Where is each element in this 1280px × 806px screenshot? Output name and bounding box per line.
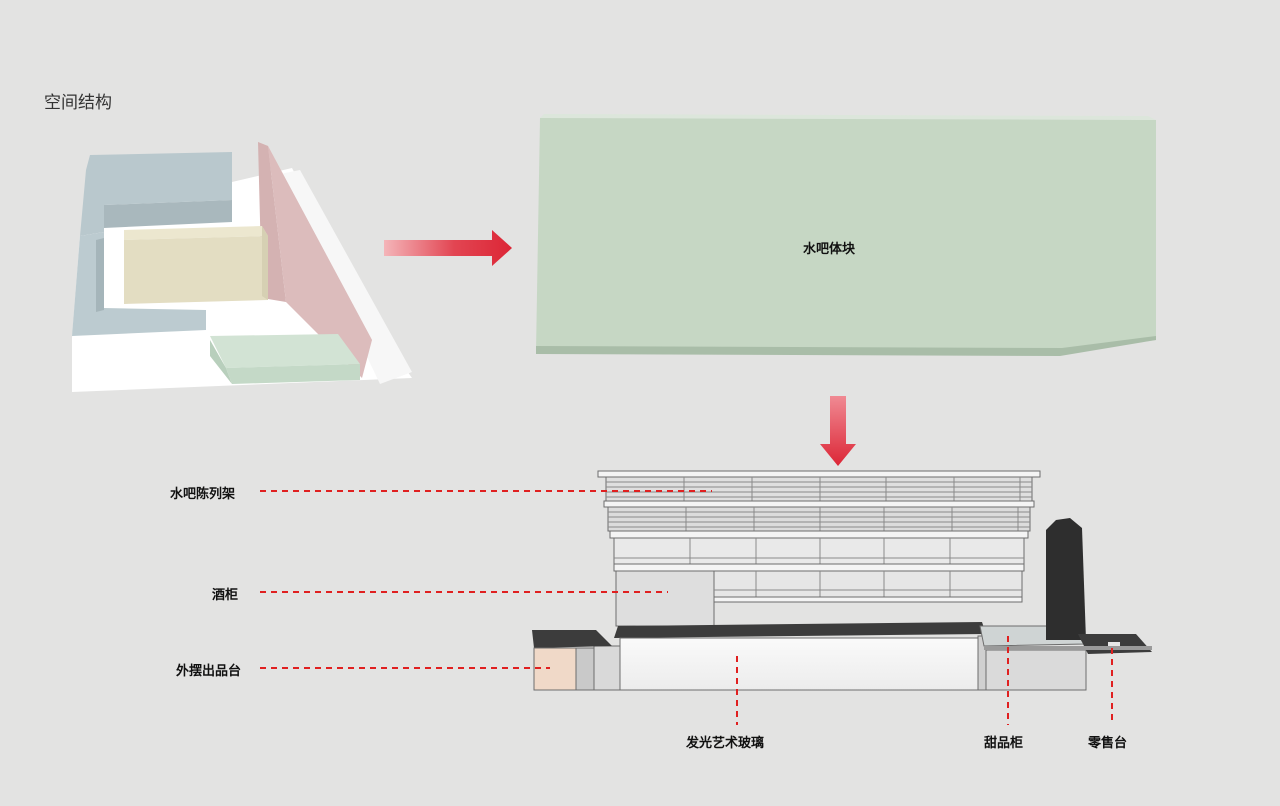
outside-counter-top (532, 630, 612, 648)
beige-block-top (124, 226, 268, 240)
arrow-down (820, 396, 856, 466)
dessert-cabinet-base (985, 649, 1087, 691)
blue-volume-left-inner (96, 238, 104, 312)
rack-tier-1-slats (606, 477, 1032, 501)
retail-counter-slot (1108, 642, 1120, 646)
rack-shelf-4-cap (613, 563, 1025, 572)
rack-tier-4-mullions (714, 571, 1022, 597)
label-retail-counter: 零售台 (1088, 736, 1128, 751)
site-model (72, 142, 412, 392)
counter-base-left (593, 645, 621, 691)
outside-counter-side (575, 647, 595, 691)
retail-counter-edge (984, 646, 1152, 650)
rack-tier-3 (613, 537, 1025, 565)
label-dessert-cabinet: 甜品柜 (984, 736, 1024, 751)
rack-top-cap (597, 470, 1041, 478)
green-block-face (536, 118, 1156, 354)
rack-bottom-cap (713, 596, 1023, 603)
rack-shelf-3-cap (609, 530, 1029, 539)
wine-cabinet (615, 570, 715, 627)
pink-wall-long (268, 146, 372, 378)
green-block-front (210, 340, 232, 384)
label-art-glass: 发光艺术玻璃 (686, 736, 765, 751)
bar-counter-top (614, 622, 986, 638)
green-block-top (210, 334, 360, 368)
blue-volume-left (72, 232, 206, 336)
page-title: 空间结构 (44, 93, 112, 113)
rack-shelf-2-cap (603, 500, 1035, 508)
beige-block-front (124, 236, 268, 304)
dark-column (1046, 518, 1086, 640)
blue-volume-top (80, 152, 232, 236)
site-right-plinth (280, 170, 412, 384)
green-block (536, 114, 1156, 356)
block-label: 水吧体块 (803, 242, 856, 257)
callout-lines (260, 490, 1113, 725)
blue-volume-top-inner (104, 200, 232, 228)
rack-tier-2-slats (608, 507, 1030, 531)
art-glass-panel (619, 637, 979, 691)
rack-tier-3-mullions (614, 538, 1024, 564)
beige-block-side (262, 226, 268, 300)
green-block-face (226, 364, 360, 384)
rack-tier-4 (713, 570, 1023, 598)
arrow-right (384, 230, 512, 266)
bar-section (532, 470, 1152, 691)
green-block-bottom-edge (536, 336, 1156, 356)
label-outside-counter: 外摆出品台 (176, 664, 242, 679)
label-display-rack: 水吧陈列架 (170, 487, 236, 502)
label-wine-cabinet: 酒柜 (212, 588, 239, 603)
